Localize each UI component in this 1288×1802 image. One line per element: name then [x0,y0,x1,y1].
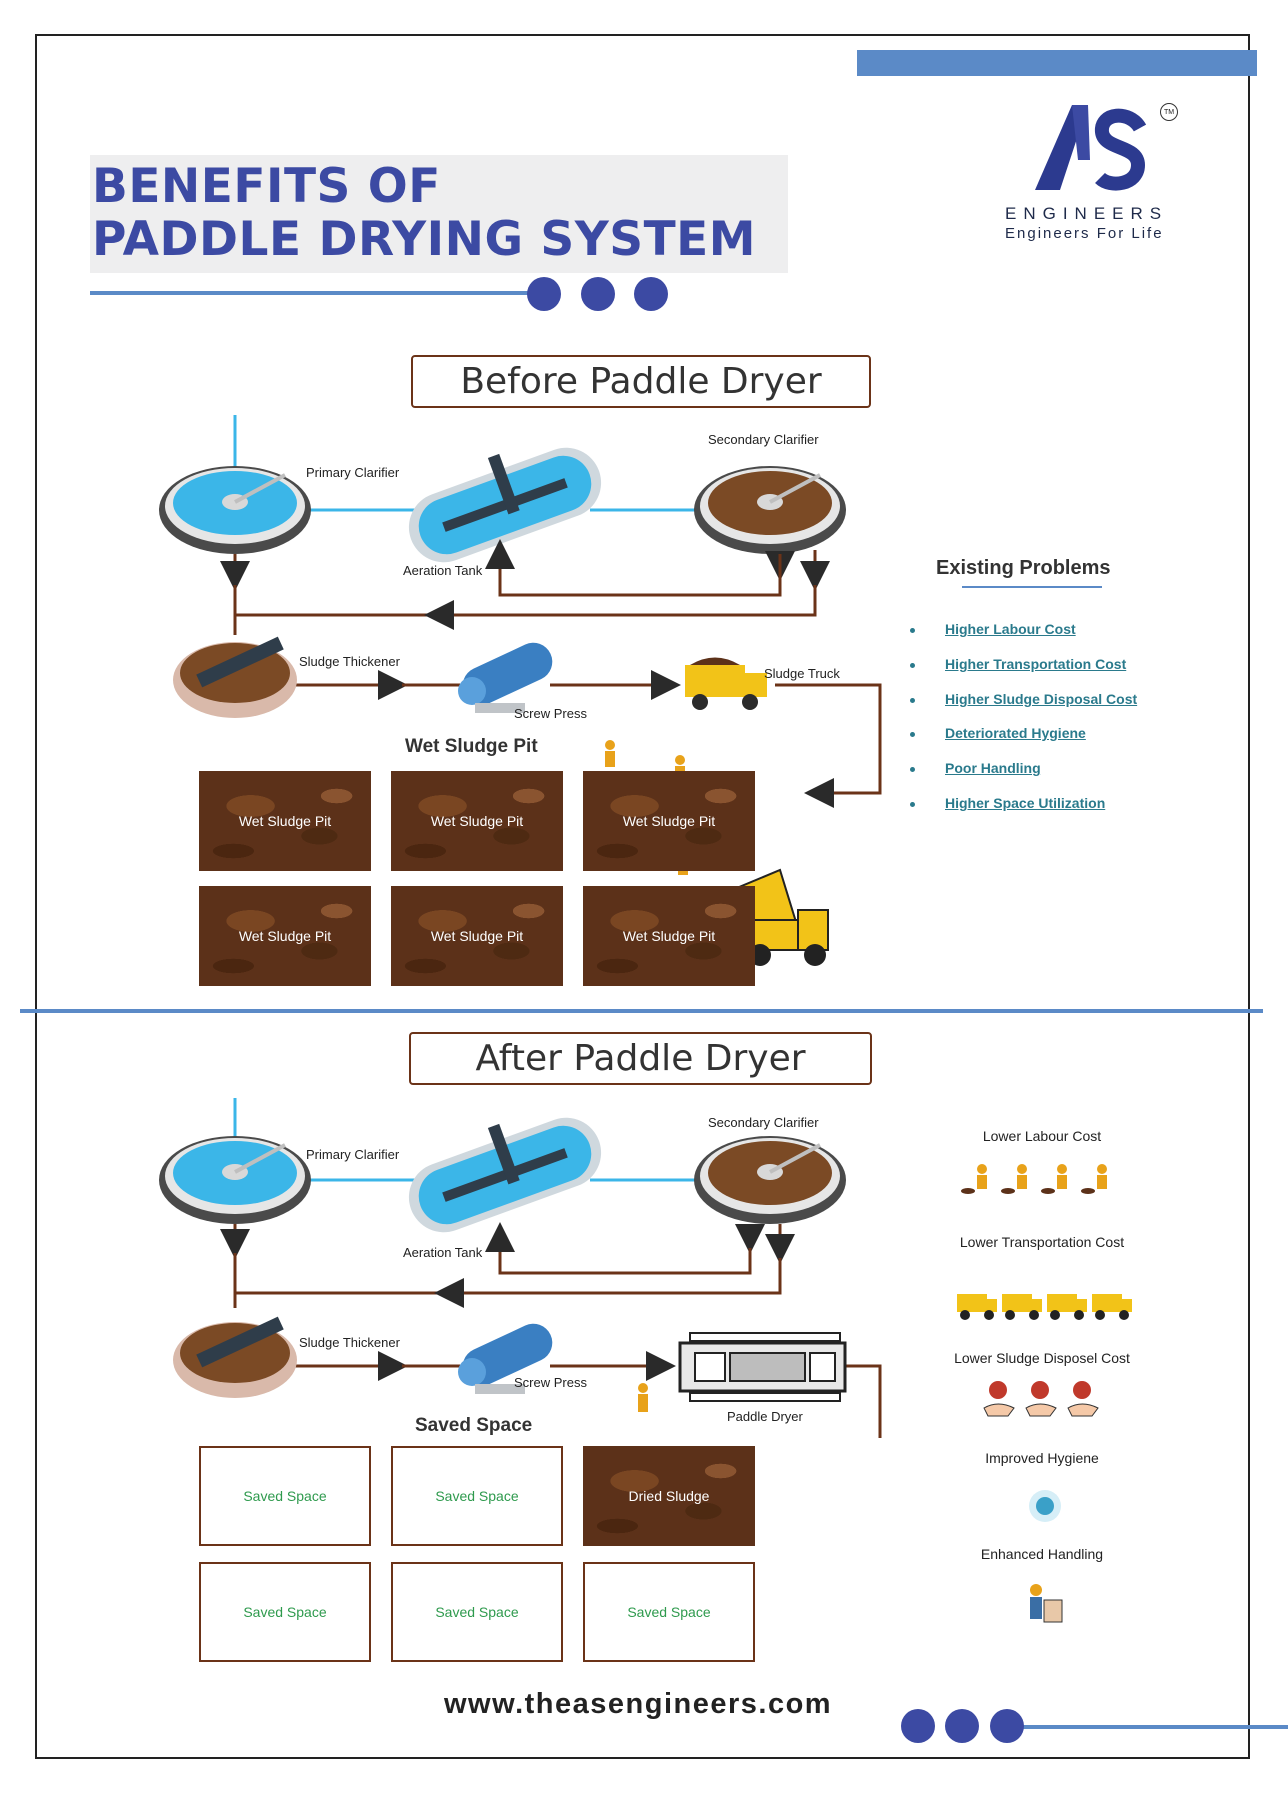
primary-clarifier-icon [159,466,311,554]
bullet [910,802,915,807]
company-logo [1030,100,1180,200]
benefit-label: Lower Sludge Disposel Cost [954,1350,1130,1366]
wet-sludge-pit: Wet Sludge Pit [199,771,371,871]
label-sludge-truck: Sludge Truck [764,666,840,681]
page-title: BENEFITS OF PADDLE DRYING SYSTEM [92,160,756,266]
bullet [910,698,915,703]
problem-item[interactable]: Poor Handling [945,760,1041,776]
worker-icon [638,1383,648,1412]
logo-tagline: Engineers For Life [1005,225,1164,242]
decor-dot [634,277,668,311]
label-paddle-dryer: Paddle Dryer [727,1409,803,1424]
screw-press-icon [458,642,553,713]
bottom-accent-line [1010,1725,1288,1729]
benefit-label: Lower Labour Cost [982,1128,1102,1144]
label-primary-clarifier: Primary Clarifier [306,1147,400,1162]
saved-space-title: Saved Space [415,1415,533,1436]
problem-item[interactable]: Higher Space Utilization [945,795,1106,811]
dump-truck-icon [957,1294,1132,1320]
saved-space-cell: Saved Space [391,1446,563,1546]
section-divider [20,1009,1263,1013]
screw-press-icon [458,1323,553,1394]
label-screw-press: Screw Press [514,1375,587,1390]
sludge-thickener-icon [173,636,297,718]
top-accent-bar [857,50,1257,76]
problem-item[interactable]: Deteriorated Hygiene [945,725,1086,741]
decor-dot [581,277,615,311]
before-flow-diagram [159,415,882,966]
wet-sludge-pit: Wet Sludge Pit [391,886,563,986]
after-heading: After Paddle Dryer [409,1032,872,1085]
wet-sludge-pit: Wet Sludge Pit [391,771,563,871]
label-secondary-clarifier: Secondary Clarifier [708,1115,819,1130]
label-sludge-thickener: Sludge Thickener [299,654,400,669]
aeration-tank-icon [408,447,602,563]
after-flow-diagram [159,1098,882,1438]
secondary-clarifier-icon [694,1136,846,1224]
wet-sludge-pit: Wet Sludge Pit [583,886,755,986]
label-screw-press: Screw Press [514,706,587,721]
wet-sludge-pit-title: Wet Sludge Pit [405,736,538,757]
label-primary-clarifier: Primary Clarifier [306,465,400,480]
decor-dot [901,1709,935,1743]
decor-dot [945,1709,979,1743]
wet-sludge-pit: Wet Sludge Pit [199,886,371,986]
saved-space-cell: Saved Space [199,1562,371,1662]
saved-space-cell: Saved Space [391,1562,563,1662]
label-sludge-thickener: Sludge Thickener [299,1335,400,1350]
title-line-2: PADDLE DRYING SYSTEM [92,212,757,267]
sludge-thickener-icon [173,1316,297,1398]
before-heading: Before Paddle Dryer [411,355,871,408]
website-url[interactable]: www.theasengineers.com [444,1688,833,1720]
title-underline [90,291,530,295]
page-frame [35,34,1250,1759]
decor-dot [527,277,561,311]
trademark-badge: TM [1160,103,1178,121]
primary-clarifier-icon [159,1136,311,1224]
as-logo-icon [1035,105,1147,191]
handling-icon [1030,1584,1063,1623]
aeration-tank-icon [408,1117,602,1233]
decor-dot [990,1709,1024,1743]
dump-truck-icon [685,657,767,710]
problem-item[interactable]: Higher Labour Cost [945,621,1076,637]
dried-sludge-cell: Dried Sludge [583,1446,755,1546]
bullet [910,663,915,668]
bullet [910,628,915,633]
title-line-1: BENEFITS OF [92,159,441,214]
label-aeration-tank: Aeration Tank [403,563,483,578]
benefit-label: Enhanced Handling [980,1546,1104,1562]
problems-heading: Existing Problems [936,557,1111,579]
saved-space-cell: Saved Space [583,1562,755,1662]
problems-underline [962,586,1102,588]
benefit-label: Improved Hygiene [985,1450,1099,1466]
paddle-dryer-icon [678,1332,847,1402]
problem-item[interactable]: Higher Transportation Cost [945,656,1127,672]
logo-name: ENGINEERS [1005,204,1169,223]
bullet [910,732,915,737]
label-aeration-tank: Aeration Tank [403,1245,483,1260]
benefit-label: Lower Transportation Cost [932,1234,1152,1250]
worker-shovel-icon [961,1164,1107,1194]
benefit-text: Lower Transportation Cost [959,1234,1125,1250]
problem-item[interactable]: Higher Sludge Disposal Cost [945,691,1138,707]
secondary-clarifier-icon [694,466,846,554]
wet-sludge-pit: Wet Sludge Pit [583,771,755,871]
hygiene-icon [1029,1490,1061,1522]
title-background [90,155,788,273]
bullet [910,767,915,772]
money-hand-icon [983,1381,1099,1417]
saved-space-cell: Saved Space [199,1446,371,1546]
label-secondary-clarifier: Secondary Clarifier [708,432,819,447]
